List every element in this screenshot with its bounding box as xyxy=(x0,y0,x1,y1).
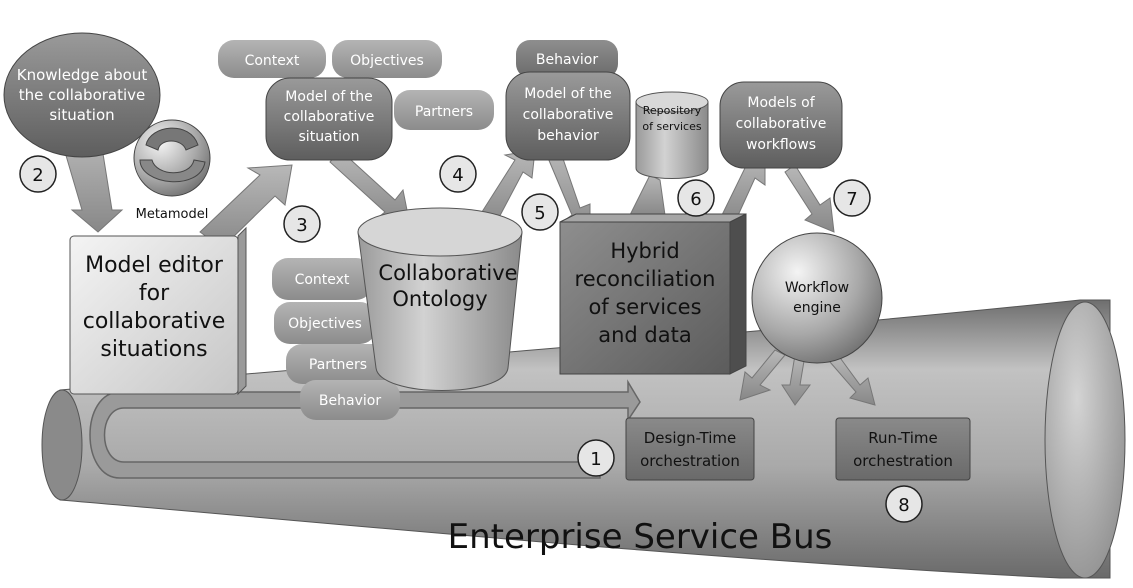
hybrid-reconciliation: Hybrid reconciliation of services and da… xyxy=(559,213,747,375)
step-3: 3 xyxy=(283,205,321,243)
step-1: 1 xyxy=(577,439,615,477)
step-8: 8 xyxy=(885,485,923,523)
stack-tag-context: Context xyxy=(272,258,372,300)
svg-text:Behavior: Behavior xyxy=(536,52,598,68)
repository-of-services: Repository of services xyxy=(635,91,709,179)
bus-start-cap xyxy=(41,389,83,501)
svg-text:Objectives: Objectives xyxy=(288,316,362,332)
collaborative-ontology: Collaborative Ontology xyxy=(357,207,523,391)
repository-cylinder-icon xyxy=(635,91,709,113)
hybrid-line-4: and data xyxy=(598,323,692,347)
models-workflows-line-1: Models of xyxy=(747,95,815,111)
model-behavior-line-2: collaborative xyxy=(523,107,614,123)
knowledge-bubble: Knowledge about the collaborative situat… xyxy=(3,32,161,158)
repository-line-1: Repository xyxy=(643,104,702,117)
ontology-cylinder-icon xyxy=(357,207,523,257)
ontology-line-2: Ontology xyxy=(392,287,487,311)
model-editor-line-1: Model editor xyxy=(85,253,224,278)
svg-text:4: 4 xyxy=(452,165,463,186)
knowledge-line-1: Knowledge about xyxy=(17,66,148,84)
svg-text:Partners: Partners xyxy=(309,357,367,373)
svg-text:2: 2 xyxy=(32,165,43,186)
svg-text:8: 8 xyxy=(898,495,909,516)
model-editor-box xyxy=(69,235,239,395)
model-editor: Model editor for collaborative situation… xyxy=(69,226,247,396)
workflow-engine: Workflow engine xyxy=(751,232,883,364)
top-tag-partners: Partners xyxy=(394,90,494,130)
design-loop-arrow xyxy=(89,379,641,479)
svg-text:6: 6 xyxy=(690,189,701,210)
svg-text:7: 7 xyxy=(846,189,857,210)
metamodel: Metamodel xyxy=(133,119,211,222)
bus-end-cap xyxy=(1044,301,1126,579)
metamodel-label: Metamodel xyxy=(136,207,209,222)
design-time-line-2: orchestration xyxy=(640,452,740,470)
knowledge-line-2: the collaborative xyxy=(19,86,146,104)
hybrid-box xyxy=(559,221,731,375)
top-tag-objectives: Objectives xyxy=(332,40,442,78)
knowledge-line-3: situation xyxy=(49,106,114,124)
repository-line-2: of services xyxy=(642,120,702,133)
model-situation-line-3: situation xyxy=(299,129,360,145)
step-6: 6 xyxy=(677,179,715,217)
hybrid-line-3: of services xyxy=(588,295,701,319)
model-situation-line-1: Model of the xyxy=(285,89,372,105)
stack-tag-partners: Partners xyxy=(286,344,390,384)
step-7: 7 xyxy=(833,179,871,217)
step-5: 5 xyxy=(521,193,559,231)
svg-text:Context: Context xyxy=(295,272,350,288)
model-situation-bubble: Model of the collaborative situation xyxy=(265,77,393,161)
top-tag-behavior: Behavior xyxy=(516,40,618,78)
design-time-line-1: Design-Time xyxy=(644,429,737,447)
stack-tag-objectives: Objectives xyxy=(274,302,376,344)
hybrid-line-2: reconciliation xyxy=(575,267,716,291)
model-behavior-line-1: Model of the xyxy=(524,86,611,102)
workflow-engine-line-1: Workflow xyxy=(785,280,849,296)
svg-text:Objectives: Objectives xyxy=(350,53,424,69)
models-workflows-line-3: workflows xyxy=(746,137,816,153)
run-time-line-1: Run-Time xyxy=(868,429,938,447)
svg-text:3: 3 xyxy=(296,215,307,236)
stack-tag-behavior: Behavior xyxy=(300,380,400,420)
model-editor-line-4: situations xyxy=(100,337,207,362)
bus-label: Enterprise Service Bus xyxy=(448,517,833,557)
models-workflows-line-2: collaborative xyxy=(736,116,827,132)
model-editor-line-2: for xyxy=(139,281,170,306)
hybrid-line-1: Hybrid xyxy=(610,239,679,263)
step-4: 4 xyxy=(439,155,477,193)
design-time-orchestration: Design-Time orchestration xyxy=(625,417,755,481)
ontology-line-1: Collaborative xyxy=(378,261,517,285)
workflow-engine-sphere-icon xyxy=(751,232,883,364)
model-situation-line-2: collaborative xyxy=(284,109,375,125)
step-2: 2 xyxy=(19,155,57,193)
run-time-line-2: orchestration xyxy=(853,452,953,470)
model-behavior-bubble: Model of the collaborative behavior xyxy=(505,71,631,161)
run-time-orchestration: Run-Time orchestration xyxy=(835,417,971,481)
svg-text:Context: Context xyxy=(245,53,300,69)
svg-text:5: 5 xyxy=(534,203,545,224)
top-tag-context: Context xyxy=(218,40,326,78)
model-editor-line-3: collaborative xyxy=(83,309,226,334)
svg-text:1: 1 xyxy=(590,449,601,470)
model-behavior-line-3: behavior xyxy=(537,128,599,144)
svg-text:Behavior: Behavior xyxy=(319,393,381,409)
workflow-engine-line-2: engine xyxy=(793,300,841,316)
models-workflows-bubble: Models of collaborative workflows xyxy=(719,81,843,169)
svg-text:Partners: Partners xyxy=(415,104,473,120)
